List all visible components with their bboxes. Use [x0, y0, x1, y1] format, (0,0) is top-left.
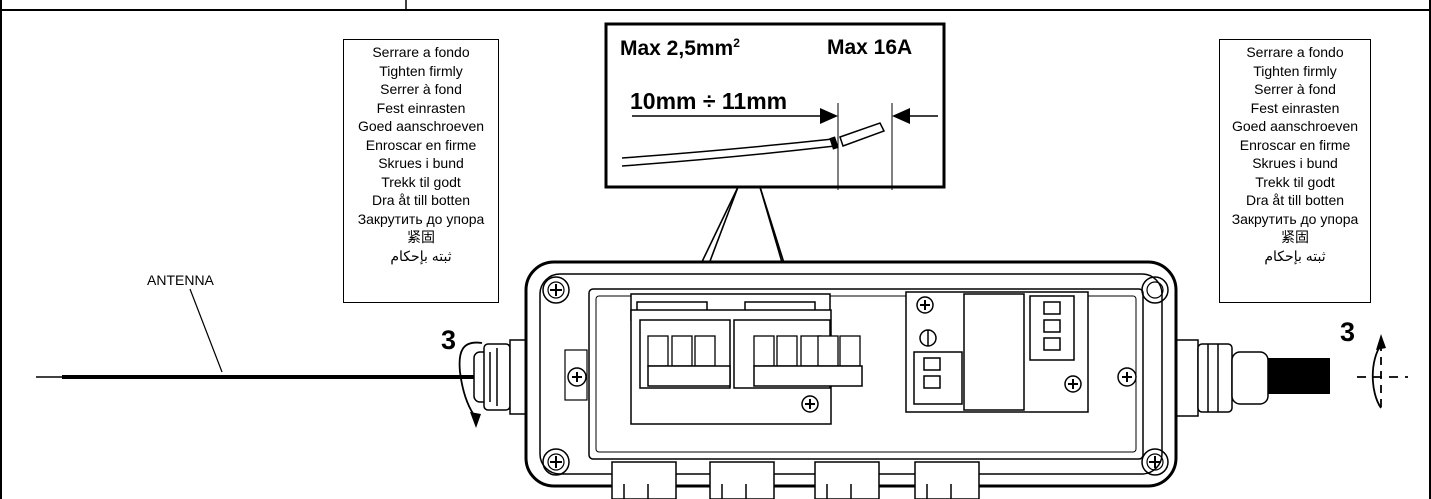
instruction-line: Закрутить до упора	[357, 210, 485, 227]
instruction-line: Goed aanschroeven	[1231, 118, 1359, 134]
instruction-line: Enroscar en firme	[1239, 136, 1351, 153]
step-number-right: 3	[1340, 317, 1356, 347]
bottom-glands	[611, 461, 980, 499]
instruction-line: Serrer à fond	[380, 81, 462, 97]
rotation-arrow-right	[1357, 334, 1408, 410]
corner-screw-tr	[1141, 276, 1169, 304]
instruction-line: Serrare a fondo	[372, 44, 470, 60]
instruction-line: Trekk til godt	[1255, 173, 1335, 190]
instruction-line: Dra åt till botten	[371, 192, 471, 208]
wire-section-spec: Max 2,5mm2	[620, 36, 740, 60]
power-cable	[1268, 358, 1330, 394]
antenna	[36, 288, 486, 379]
instruction-line: Skrues i bund	[1252, 155, 1338, 171]
rotation-arrow-left	[458, 341, 483, 428]
instruction-line: Закрутить до упора	[1231, 210, 1359, 227]
instruction-line: Tighten firmly	[379, 62, 463, 79]
instruction-line: Serrer à fond	[1254, 81, 1336, 97]
relay-block	[905, 291, 1089, 413]
wire-spec-box	[604, 22, 946, 190]
max-current-spec: Max 16A	[827, 36, 913, 59]
instruction-line: Tighten firmly	[1253, 62, 1337, 79]
instruction-line: Serrare a fondo	[1246, 44, 1344, 60]
cable-gland-right	[1157, 329, 1269, 427]
terminal-blocks	[630, 293, 863, 425]
corner-screw-br	[1141, 448, 1169, 476]
instruction-line: Fest einrasten	[1250, 99, 1340, 116]
instruction-line: ثبته بإحكام	[390, 247, 452, 264]
step-number-left: 3	[441, 325, 457, 355]
instruction-line: Goed aanschroeven	[357, 118, 485, 134]
tighten-instructions-right: Serrare a fondo Tighten firmly Serrer à …	[1219, 39, 1371, 303]
corner-screw-tl	[542, 276, 570, 304]
antenna-label: ANTENNA	[147, 272, 214, 288]
instruction-line: Dra åt till botten	[1245, 192, 1345, 208]
instruction-line: Fest einrasten	[376, 99, 466, 116]
terminal-screws	[647, 335, 861, 367]
instruction-line: Skrues i bund	[378, 155, 464, 171]
instruction-line: 紧固	[407, 229, 435, 245]
instruction-line: Trekk til godt	[381, 173, 461, 190]
strip-length-spec: 10mm ÷ 11mm	[630, 88, 788, 114]
instruction-line: 紧固	[1281, 229, 1309, 245]
tighten-instructions-left: Serrare a fondo Tighten firmly Serrer à …	[343, 39, 499, 303]
instruction-line: Enroscar en firme	[365, 136, 477, 153]
corner-screw-bl	[542, 448, 570, 476]
instruction-line: ثبته بإحكام	[1264, 247, 1326, 264]
